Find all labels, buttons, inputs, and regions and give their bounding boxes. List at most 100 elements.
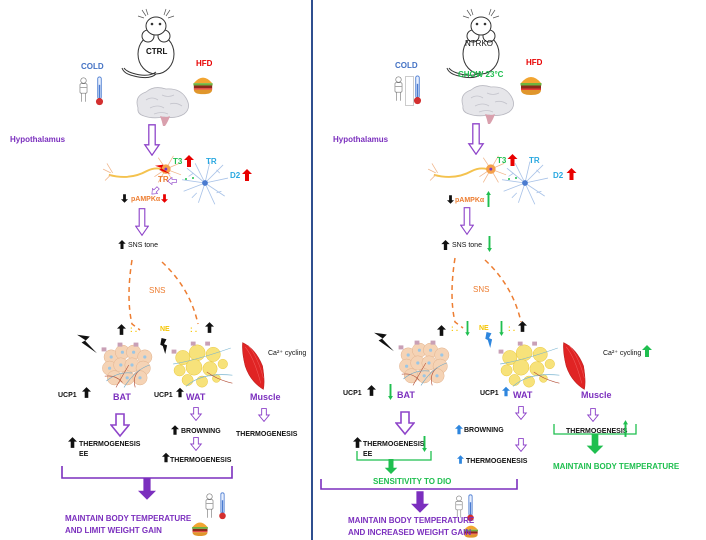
sns-dashed-lines (451, 257, 522, 329)
thermometer-icon (413, 75, 422, 105)
outcome-line-2: AND LIMIT WEIGHT GAIN (65, 526, 162, 535)
person-cold-icon (78, 76, 89, 104)
sns-tone-label: SNS tone (452, 242, 482, 249)
lightning-icon (369, 331, 398, 353)
wat-thermogenesis-label: THERMOGENESIS (466, 458, 528, 465)
arrow-down-icon (465, 321, 470, 336)
ucp1-wat-label: UCP1 (154, 392, 173, 399)
muscle-thermogenesis-label: THERMOGENESIS (236, 431, 298, 438)
outcome-line-2: AND INCREASED WEIGHT GAIN (348, 528, 472, 537)
sns-dashed-lines (128, 259, 199, 331)
ca-cycling-label: Ca²⁺ cycling (268, 350, 307, 357)
arrow-up-icon (176, 387, 184, 398)
white-adipose-tissue-icon (170, 340, 234, 388)
t3-dot (508, 178, 510, 180)
mouse-icon (120, 6, 190, 86)
bat-bracket (356, 451, 432, 461)
hollow-arrow-down-icon (585, 408, 601, 422)
mouse-label: NTRKO (465, 39, 493, 48)
t3-dot (185, 178, 187, 180)
dio-label: SENSITIVITY TO DIO (373, 477, 452, 486)
arrow-up-icon (162, 452, 170, 463)
browning-label: BROWNING (464, 427, 504, 434)
t3-label: T3 (497, 156, 507, 165)
pampk-label: pAMPKα (455, 197, 485, 204)
hollow-arrow-down-icon (188, 407, 204, 421)
muscle-outcome-label: MAINTAIN BODY TEMPERATURE (553, 462, 680, 471)
hollow-arrow-down-icon (467, 123, 485, 155)
burger-icon (519, 73, 543, 97)
bracket (320, 479, 518, 490)
lightning-icon (485, 332, 493, 348)
bat-thermogenesis-label: THERMOGENESIS (363, 441, 425, 448)
muscle-label: Muscle (250, 392, 281, 402)
wat-label: WAT (513, 390, 533, 400)
arrow-up-icon (641, 345, 653, 357)
person-cold-icon (393, 75, 404, 103)
arrow-down-icon (422, 436, 427, 452)
ctrl-panel: CTRL COLD HFD Hypothalamus T3 TR D2 TR p… (10, 0, 307, 540)
arrow-up-icon (502, 386, 510, 397)
wat-label: WAT (186, 392, 206, 402)
muscle-icon (240, 340, 266, 392)
mouse-label: CTRL (146, 47, 168, 56)
arrow-down-icon (447, 195, 454, 204)
arrow-down-icon (499, 321, 504, 336)
ucp1-bat-label: UCP1 (343, 390, 362, 397)
outcome-line-1: MAINTAIN BODY TEMPERATURE (65, 514, 192, 523)
condition-label: CHOW 23°C (458, 70, 504, 79)
bracket (61, 466, 233, 479)
bat-label: BAT (397, 390, 415, 400)
muscle-label: Muscle (581, 390, 612, 400)
ntrko-panel: NTRKO COLD CHOW 23°C HFD Hypothalamus T3… (313, 0, 679, 540)
arrow-up-icon (455, 424, 463, 435)
arrow-down-icon (161, 194, 168, 203)
arrow-up-icon (437, 325, 446, 336)
t3-label: T3 (173, 157, 183, 166)
panel-divider (311, 0, 313, 540)
outcome-arrow-down-icon (138, 478, 156, 500)
bat-thermogenesis-label: THERMOGENESIS (79, 441, 141, 448)
lightning-icon (160, 338, 168, 354)
arrow-up-icon (184, 155, 194, 167)
cold-label: COLD (395, 61, 418, 70)
lightning-icon (72, 333, 101, 355)
arrow-up-icon (367, 385, 376, 396)
d2-label: D2 (230, 171, 241, 180)
burger-icon (192, 74, 214, 96)
ucp1-wat-label: UCP1 (480, 390, 499, 397)
hollow-arrow-down-icon (135, 206, 149, 238)
ca-cycling-label: Ca²⁺ cycling (603, 350, 642, 357)
arrow-up-icon (68, 437, 77, 448)
ne-dots: : . (130, 325, 138, 334)
arrow-down-icon (388, 384, 393, 400)
ne-label: NE (479, 325, 489, 332)
tr-label: TR (206, 157, 217, 166)
sns-label: SNS (149, 286, 166, 295)
d2-label: D2 (553, 171, 564, 180)
hypothalamus-label: Hypothalamus (333, 135, 389, 144)
hollow-arrow-down-icon (110, 412, 130, 438)
astrocyte-icon (500, 160, 550, 206)
outcome-line-1: MAINTAIN BODY TEMPERATURE (348, 516, 475, 525)
hollow-arrow-down-icon (256, 408, 272, 422)
arrow-down-icon (121, 194, 128, 203)
brown-adipose-tissue-icon (100, 340, 156, 390)
hfd-label: HFD (526, 58, 543, 67)
hollow-arrow-down-icon (513, 406, 529, 420)
hollow-arrow-down-icon (460, 205, 474, 237)
hollow-arrow-down-icon (188, 437, 204, 451)
t3-dot (515, 177, 517, 179)
arrow-up-icon (118, 240, 126, 249)
thermometer-icon (218, 492, 227, 520)
thermometer-icon (95, 76, 104, 106)
hollow-arrow-down-icon (513, 438, 529, 452)
hfd-label: HFD (196, 59, 213, 68)
brain-icon (132, 86, 192, 128)
arrow-up-icon (82, 387, 91, 398)
arrow-up-icon (518, 321, 527, 332)
ne-dots: : . (451, 324, 459, 333)
arrow-up-icon (353, 437, 362, 448)
sns-tone-label: SNS tone (128, 242, 158, 249)
ne-label: NE (160, 326, 170, 333)
